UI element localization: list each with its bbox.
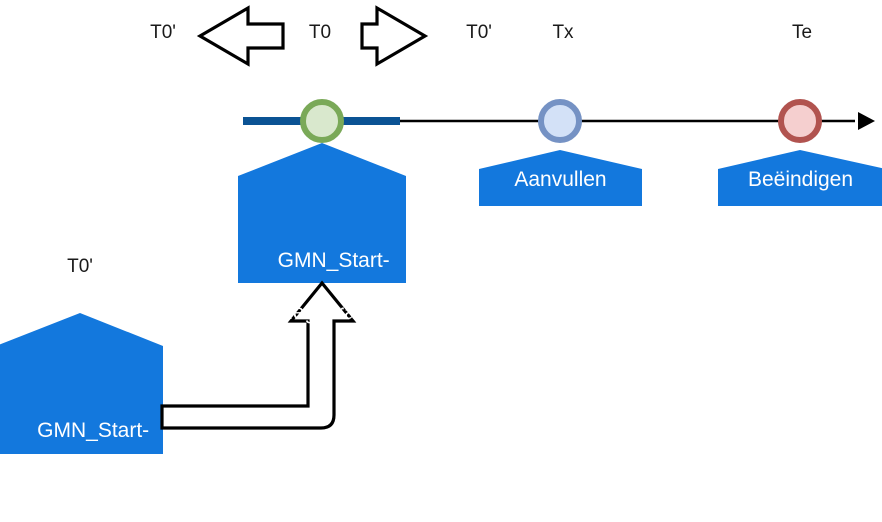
block-arrow-connector bbox=[160, 280, 357, 430]
diagram-canvas: T0' T0 T0' Tx Te T0' GMN_Start- Registra… bbox=[0, 5, 882, 454]
block-arrow-left bbox=[196, 5, 285, 67]
block-arrow-right bbox=[360, 5, 429, 67]
label-t0: T0 bbox=[308, 22, 332, 43]
node-t0[interactable] bbox=[300, 99, 344, 143]
label-t0-prime-left: T0' bbox=[150, 22, 176, 43]
banner-aanvullen bbox=[479, 150, 642, 206]
label-t0-prime-bottom: T0' bbox=[67, 256, 93, 277]
node-te[interactable] bbox=[778, 99, 822, 143]
banner-gmn-start-registration-source bbox=[0, 313, 163, 454]
label-tx: Tx bbox=[552, 22, 574, 43]
diagram-svg bbox=[0, 5, 882, 454]
node-tx[interactable] bbox=[538, 99, 582, 143]
banner-beeindigen bbox=[718, 150, 882, 206]
timeline-arrowhead bbox=[858, 112, 875, 130]
banner-line-2: Registration bbox=[37, 471, 150, 494]
banner-gmn-start-registration-timeline bbox=[238, 143, 406, 283]
label-t0-prime-right: T0' bbox=[466, 22, 492, 43]
label-te: Te bbox=[791, 22, 813, 43]
